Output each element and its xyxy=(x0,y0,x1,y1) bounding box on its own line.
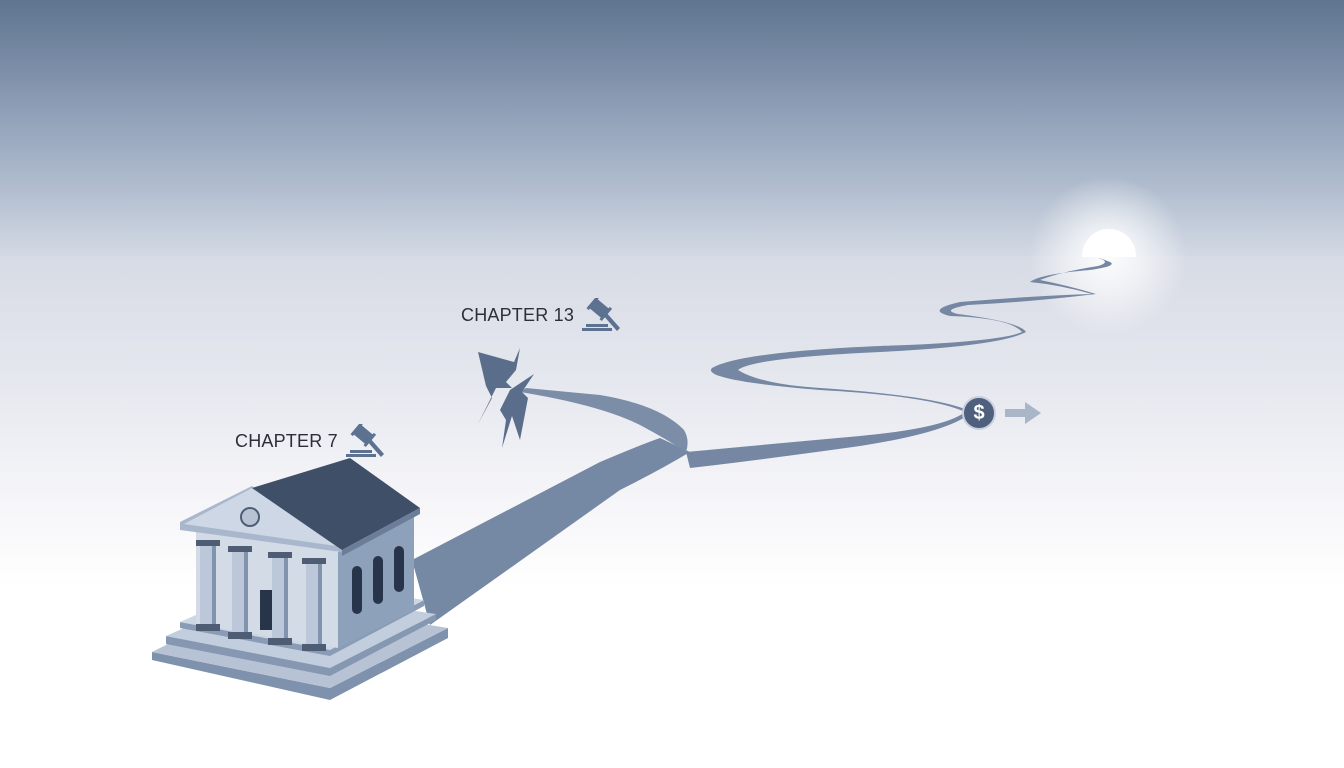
courthouse-icon xyxy=(152,458,448,700)
gavel-icon xyxy=(345,424,384,457)
chapter7-text: CHAPTER 7 xyxy=(235,430,338,451)
dollar-coin-icon: $ xyxy=(962,396,996,430)
road-crack-icon xyxy=(478,348,534,448)
chapter13-text: CHAPTER 13 xyxy=(461,304,575,325)
dollar-symbol: $ xyxy=(973,401,985,424)
chapter13-branch xyxy=(520,388,688,452)
chapter7-label: CHAPTER 7 xyxy=(235,424,386,458)
gavel-icon xyxy=(582,298,621,331)
winding-road xyxy=(686,258,1112,468)
chapter13-label: CHAPTER 13 xyxy=(461,298,622,332)
main-road xyxy=(412,438,690,625)
arrow-right-icon xyxy=(1005,402,1041,424)
